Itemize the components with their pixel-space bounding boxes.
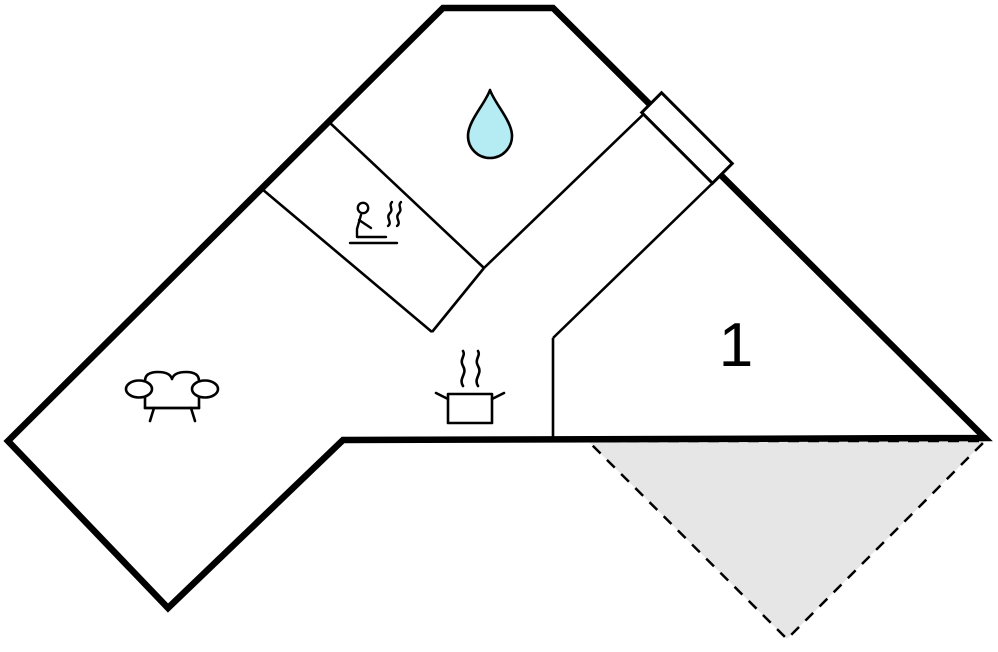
wall-room1-diagonal [552, 173, 723, 339]
water-drop-icon [466, 88, 514, 160]
wall-sauna-lower [261, 188, 433, 333]
wall-sauna-upper [328, 121, 485, 269]
cooking-pot-icon [434, 349, 506, 425]
door-icon [639, 90, 735, 186]
interior-walls [261, 105, 723, 441]
room-1-label: 1 [719, 311, 753, 380]
wall-sauna-end [430, 267, 486, 333]
building-outline [3, 4, 993, 613]
terrace-area [584, 439, 989, 641]
wall-bathroom-hall [483, 105, 653, 269]
sauna-icon [348, 200, 403, 245]
sofa-icon [124, 370, 220, 423]
